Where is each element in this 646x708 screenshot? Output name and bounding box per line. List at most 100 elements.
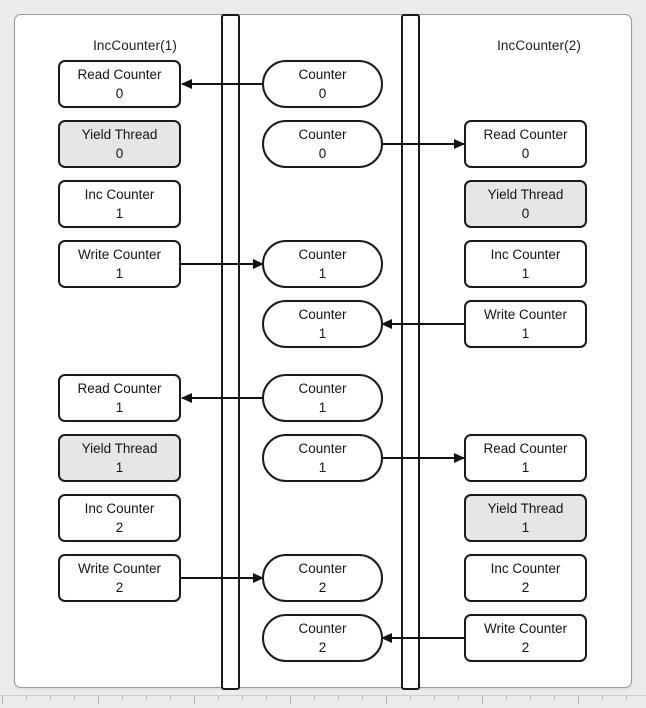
node-label: Read Counter (483, 126, 568, 142)
column-title-incCounter-2: IncCounter(2) (497, 38, 581, 53)
node-left-6[interactable]: Inc Counter 2 (58, 494, 181, 542)
arrow-head-icon (381, 633, 392, 643)
node-value: 2 (521, 580, 530, 595)
node-value: 2 (115, 580, 124, 595)
node-left-5[interactable]: Yield Thread 1 (58, 434, 181, 482)
ruler-tick (362, 696, 363, 700)
node-value: 1 (115, 460, 124, 475)
ruler-tick (626, 696, 627, 700)
arrow-head-icon (181, 79, 192, 89)
node-right-6[interactable]: Inc Counter 2 (464, 554, 587, 602)
ruler-tick (98, 696, 99, 704)
arrow-center4-to-left4 (181, 393, 263, 403)
node-label: Inc Counter (490, 560, 561, 576)
node-label: Counter (298, 306, 347, 322)
node-value: 2 (318, 580, 327, 595)
arrow-head-icon (381, 319, 392, 329)
node-value: 1 (318, 400, 327, 415)
node-value: 2 (318, 640, 327, 655)
node-left-2[interactable]: Inc Counter 1 (58, 180, 181, 228)
node-value: 1 (318, 266, 327, 281)
node-value: 1 (115, 266, 124, 281)
ruler-tick (530, 696, 531, 700)
node-center-5[interactable]: Counter 1 (262, 434, 383, 482)
lifeline-incCounter-2 (401, 14, 420, 690)
ruler-tick (122, 696, 123, 700)
node-value: 1 (115, 206, 124, 221)
arrow-right7-to-center7 (381, 633, 464, 643)
node-right-2[interactable]: Inc Counter 1 (464, 240, 587, 288)
ruler-tick (290, 696, 291, 704)
ruler-tick (2, 696, 3, 704)
node-left-4[interactable]: Read Counter 1 (58, 374, 181, 422)
ruler-tick (218, 696, 219, 700)
node-center-4[interactable]: Counter 1 (262, 374, 383, 422)
node-right-4[interactable]: Read Counter 1 (464, 434, 587, 482)
node-label: Write Counter (483, 620, 568, 636)
node-right-0[interactable]: Read Counter 0 (464, 120, 587, 168)
ruler-tick (170, 696, 171, 700)
node-label: Inc Counter (84, 186, 155, 202)
ruler-tick (266, 696, 267, 700)
node-value: 1 (318, 460, 327, 475)
ruler-tick (410, 696, 411, 700)
node-value: 0 (318, 86, 327, 101)
node-value: 1 (521, 266, 530, 281)
node-value: 2 (521, 640, 530, 655)
node-value: 1 (521, 520, 530, 535)
node-value: 0 (115, 86, 124, 101)
node-value: 0 (318, 146, 327, 161)
arrow-left7-to-center6 (180, 573, 264, 583)
node-label: Counter (298, 620, 347, 636)
node-center-7[interactable]: Counter 2 (262, 614, 383, 662)
node-left-3[interactable]: Write Counter 1 (58, 240, 181, 288)
ruler-tick (314, 696, 315, 700)
node-right-5[interactable]: Yield Thread 1 (464, 494, 587, 542)
arrow-head-icon (253, 259, 264, 269)
node-center-6[interactable]: Counter 2 (262, 554, 383, 602)
arrow-head-icon (253, 573, 264, 583)
node-label: Counter (298, 66, 347, 82)
node-value: 0 (521, 206, 530, 221)
node-center-0[interactable]: Counter 0 (262, 60, 383, 108)
node-label: Read Counter (483, 440, 568, 456)
ruler-tick (74, 696, 75, 700)
arrow-head-icon (181, 393, 192, 403)
arrow-center0-to-left0 (181, 79, 263, 89)
node-label: Yield Thread (81, 440, 158, 456)
column-title-incCounter-1: IncCounter(1) (93, 38, 177, 53)
node-left-1[interactable]: Yield Thread 0 (58, 120, 181, 168)
ruler-strip (0, 695, 646, 708)
arrow-left3-to-center2 (180, 259, 264, 269)
node-label: Counter (298, 246, 347, 262)
node-center-2[interactable]: Counter 1 (262, 240, 383, 288)
node-label: Write Counter (77, 560, 162, 576)
node-value: 0 (521, 146, 530, 161)
node-value: 1 (318, 326, 327, 341)
lifeline-incCounter-1 (221, 14, 240, 690)
node-label: Read Counter (77, 66, 162, 82)
node-value: 1 (521, 460, 530, 475)
ruler-tick (146, 696, 147, 700)
node-right-3[interactable]: Write Counter 1 (464, 300, 587, 348)
ruler-tick (506, 696, 507, 700)
ruler-tick (50, 696, 51, 700)
ruler-tick (602, 696, 603, 700)
node-center-3[interactable]: Counter 1 (262, 300, 383, 348)
node-label: Write Counter (483, 306, 568, 322)
arrow-head-icon (454, 453, 465, 463)
node-left-7[interactable]: Write Counter 2 (58, 554, 181, 602)
ruler-tick (26, 696, 27, 700)
ruler-tick (578, 696, 579, 704)
node-left-0[interactable]: Read Counter 0 (58, 60, 181, 108)
node-right-1[interactable]: Yield Thread 0 (464, 180, 587, 228)
node-label: Read Counter (77, 380, 162, 396)
node-value: 1 (521, 326, 530, 341)
node-center-1[interactable]: Counter 0 (262, 120, 383, 168)
arrow-right3-to-center3 (381, 319, 464, 329)
ruler-tick (434, 696, 435, 700)
node-right-7[interactable]: Write Counter 2 (464, 614, 587, 662)
ruler-tick (482, 696, 483, 704)
node-label: Yield Thread (487, 186, 564, 202)
node-label: Counter (298, 380, 347, 396)
